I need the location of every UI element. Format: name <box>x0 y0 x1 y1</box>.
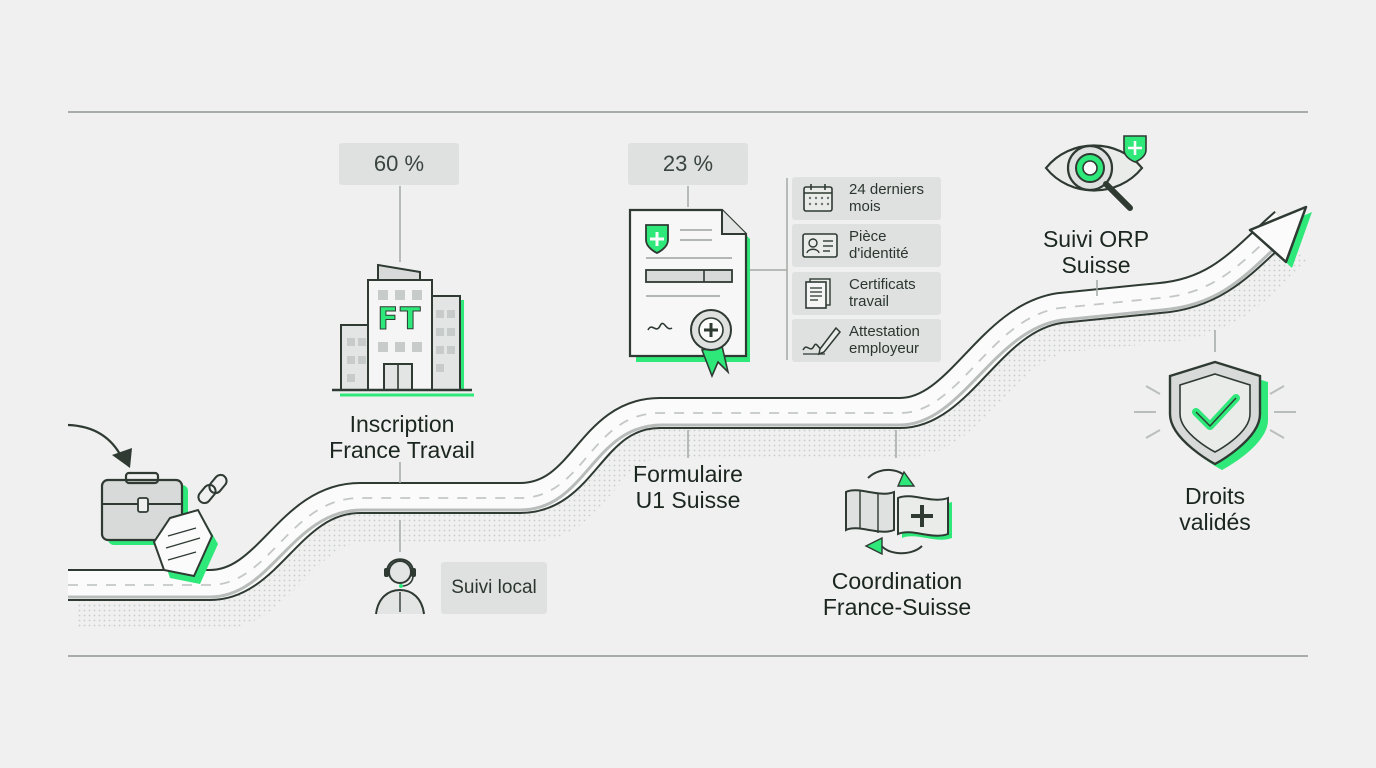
formulaire-percent-badge: 23 % <box>628 143 748 185</box>
road-shadow <box>76 226 1309 629</box>
document-icon <box>805 278 831 309</box>
suivi-local-chip: Suivi local <box>441 562 547 614</box>
link-icon <box>197 473 228 505</box>
road-center-dashes <box>68 222 1286 586</box>
inscription-percent-badge: 60 % <box>339 143 459 185</box>
formulaire-label: Formulaire U1 Suisse <box>598 461 778 513</box>
support-agent-icon <box>375 558 425 615</box>
building-icon <box>332 263 474 397</box>
suivi-orp-label-line2: Suisse <box>1061 252 1131 278</box>
doc-item-text: Attestation employeur <box>849 323 920 357</box>
connector-lines <box>399 178 1216 552</box>
monitoring-eye-icon <box>1044 135 1147 211</box>
formulaire-label-line2: U1 Suisse <box>635 487 741 513</box>
validated-shield-icon <box>1134 360 1296 470</box>
inscription-label-line1: Inscription <box>349 411 455 437</box>
droits-label: Droits validés <box>1140 483 1290 535</box>
signature-icon <box>802 326 842 356</box>
arrow-head-icon <box>1248 205 1308 264</box>
id-card-icon <box>802 233 838 258</box>
doc-item-line1: Certificats <box>849 276 916 293</box>
doc-item-text: 24 derniers mois <box>849 181 924 215</box>
doc-item-line2: travail <box>849 293 890 310</box>
doc-item-text: Pièce d'identité <box>849 228 909 262</box>
coordination-label: Coordination France-Suisse <box>792 568 1002 620</box>
doc-item-24-mois: 24 derniers mois <box>792 177 941 220</box>
doc-item-line2: employeur <box>849 340 920 357</box>
suivi-orp-label-line1: Suivi ORP <box>1042 226 1150 252</box>
doc-item-text: Certificats travail <box>849 276 916 310</box>
road-edge <box>68 230 1294 599</box>
inscription-label: Inscription France Travail <box>302 411 502 463</box>
doc-item-line1: Pièce <box>849 228 887 245</box>
doc-item-line1: 24 derniers <box>849 181 925 198</box>
droits-label-line1: Droits <box>1184 483 1246 509</box>
calendar-icon <box>803 184 833 212</box>
doc-item-certificats: Certificats travail <box>792 272 941 315</box>
inscription-label-line2: France Travail <box>329 437 475 463</box>
coordination-label-line2: France-Suisse <box>822 594 972 620</box>
briefcase-icon <box>67 423 188 545</box>
doc-item-line2: d'identité <box>849 245 909 262</box>
building-letters: FT <box>377 302 423 338</box>
doc-item-line2: mois <box>849 198 881 215</box>
formulaire-label-line1: Formulaire <box>633 461 743 487</box>
suivi-orp-label: Suivi ORP Suisse <box>1016 226 1176 278</box>
coordination-flags-icon <box>845 469 952 556</box>
doc-item-attestation: Attestation employeur <box>792 319 941 362</box>
coordination-label-line1: Coordination <box>831 568 963 594</box>
droits-label-line2: validés <box>1179 509 1251 535</box>
doc-item-line1: Attestation <box>849 323 920 340</box>
loose-document-icon <box>152 508 218 584</box>
doc-item-piece-identite: Pièce d'identité <box>792 224 941 267</box>
form-u1-document-icon <box>628 208 750 379</box>
